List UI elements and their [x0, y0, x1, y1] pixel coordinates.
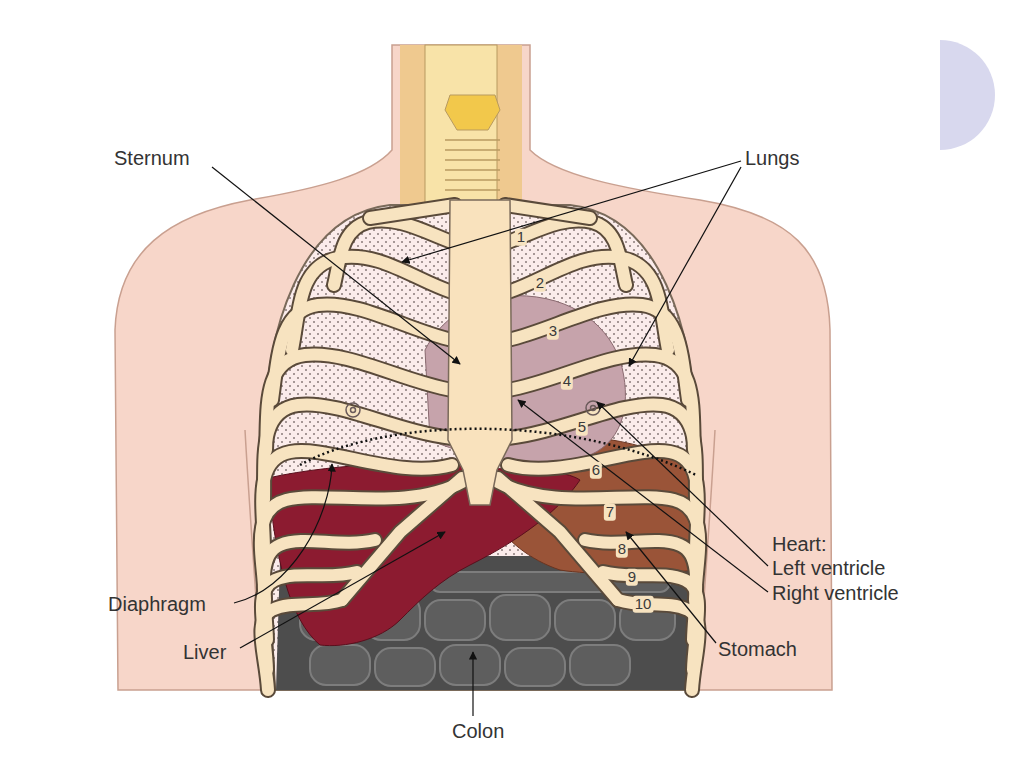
rib-number: 8 — [616, 541, 628, 558]
organ-label: Liver — [183, 641, 226, 664]
rib-number: 9 — [626, 569, 638, 586]
organ-label: Sternum — [114, 147, 190, 170]
organ-label: Colon — [452, 720, 504, 743]
nipple-mark — [346, 401, 600, 417]
ribs-right-outline — [498, 220, 699, 690]
organ-label: Left ventricle — [772, 557, 885, 580]
rib-number: 2 — [534, 275, 546, 292]
slide-decoration — [940, 40, 995, 150]
organ-label: Lungs — [745, 147, 800, 170]
thyroid — [445, 95, 500, 130]
organ-label: Right ventricle — [772, 582, 899, 605]
trachea-rings — [445, 140, 500, 190]
clavicle-outline — [505, 205, 590, 218]
rib-number: 5 — [576, 419, 588, 436]
organ-label: Diaphragm — [108, 593, 206, 616]
clavicle-outline — [370, 205, 455, 218]
clavicle — [505, 205, 590, 218]
clavicle — [370, 205, 455, 218]
neck — [400, 45, 522, 210]
ribs-right — [498, 220, 699, 690]
organ-label: Stomach — [718, 638, 797, 661]
rib-number: 7 — [604, 504, 616, 521]
rib-number: 6 — [590, 462, 602, 479]
diaphragm-line — [300, 429, 696, 475]
leader-lines — [212, 161, 768, 716]
skin — [115, 45, 832, 690]
rib-number: 4 — [561, 373, 573, 390]
organ-label: Heart: — [772, 533, 826, 556]
rib-number: 3 — [547, 323, 559, 340]
rib-number: 1 — [515, 229, 527, 246]
rib-number: 10 — [633, 596, 654, 613]
